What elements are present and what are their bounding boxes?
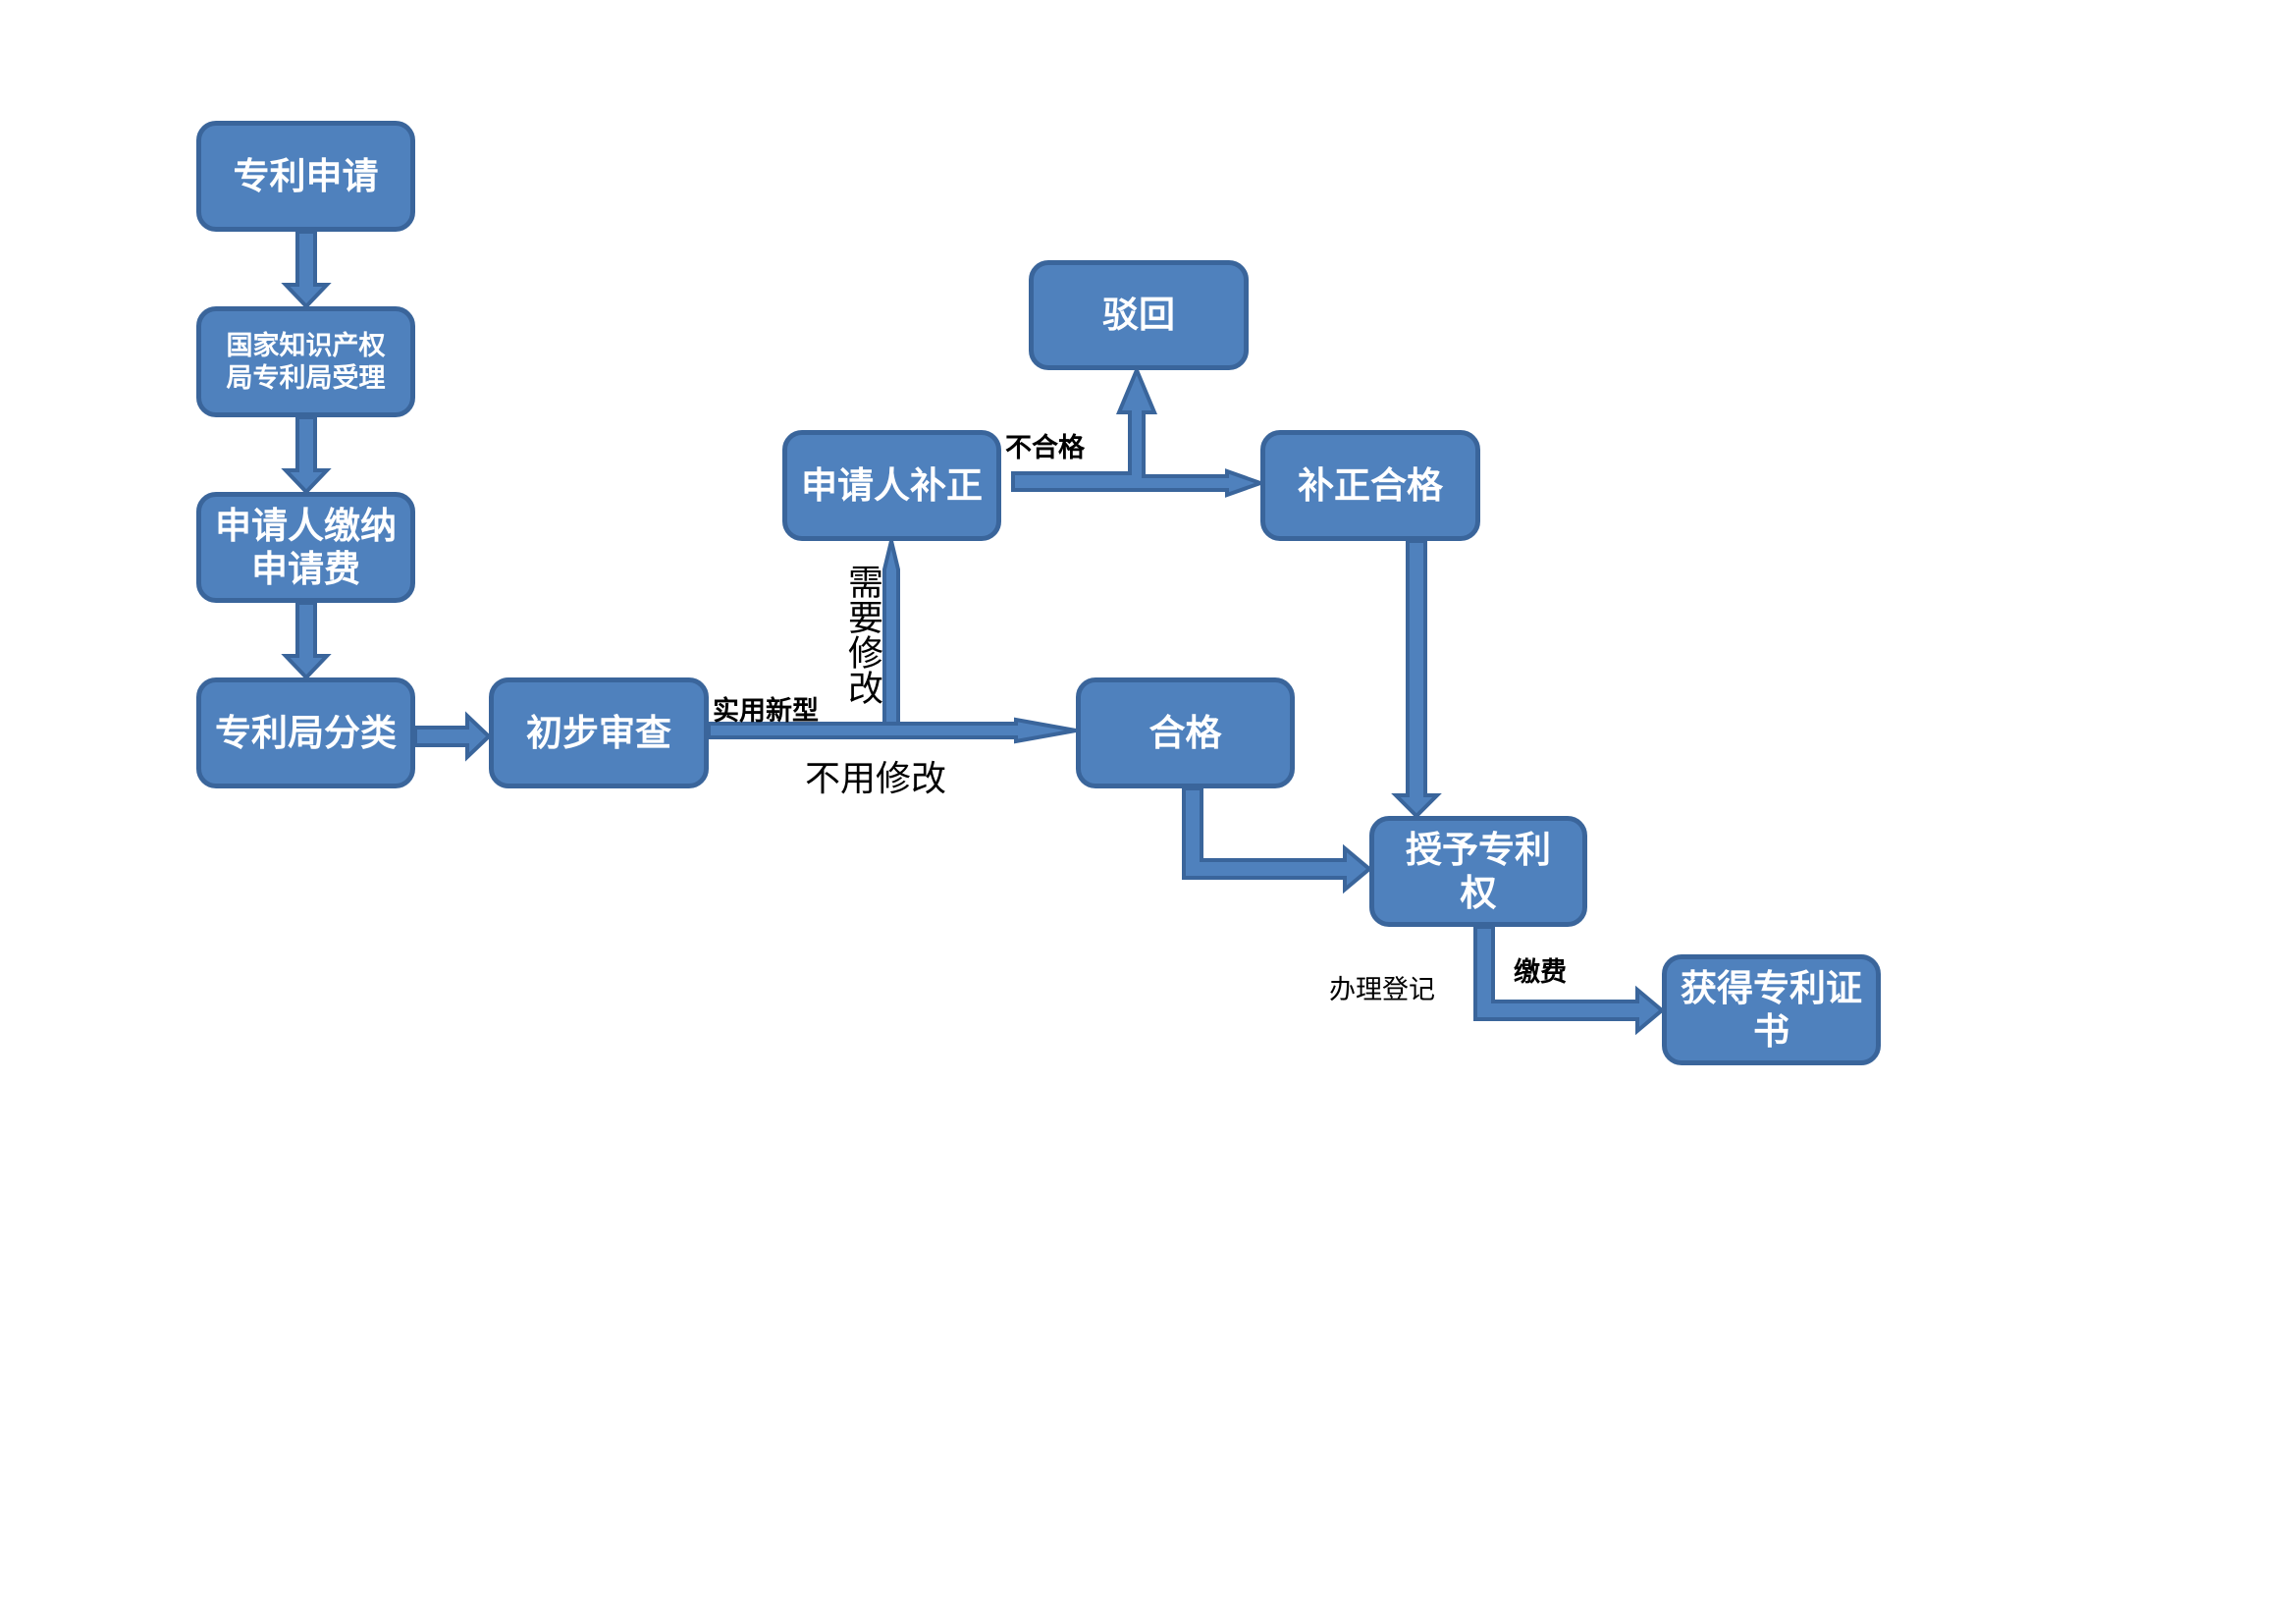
- arrow-amendok-to-grant: [1391, 539, 1442, 819]
- node-prelim: 初步审查: [489, 677, 709, 788]
- arrow-amend-to-amendok: [1011, 364, 1267, 498]
- node-pass: 合格: [1076, 677, 1295, 788]
- arrow-apply-to-accept: [281, 230, 332, 309]
- node-fee: 申请人缴纳申请费: [196, 492, 415, 603]
- label-pay: 缴费: [1514, 957, 1567, 988]
- node-grant: 授予专利权: [1369, 816, 1587, 927]
- label-register: 办理登记: [1329, 975, 1435, 1005]
- label-fail: 不合格: [1005, 433, 1085, 463]
- arrow-accept-to-fee: [281, 415, 332, 495]
- node-apply: 专利申请: [196, 121, 415, 232]
- arrow-grant-to-cert: [1473, 925, 1666, 1036]
- node-cert: 获得专利证书: [1662, 954, 1881, 1065]
- node-accept: 国家知识产权局专利局受理: [196, 306, 415, 417]
- arrow-prelim-to-pass: [707, 717, 1077, 744]
- node-amend-ok: 补正合格: [1260, 430, 1480, 541]
- label-utility: 实用新型: [713, 696, 819, 727]
- arrow-fee-to-classify: [281, 601, 332, 680]
- label-no-modify: 不用修改: [805, 759, 947, 799]
- node-classify: 专利局分类: [196, 677, 415, 788]
- arrow-pass-to-grant: [1182, 786, 1373, 894]
- node-amend: 申请人补正: [782, 430, 1001, 541]
- node-reject: 驳回: [1029, 260, 1249, 370]
- label-need-modify: 需要修改: [842, 564, 882, 705]
- arrow-classify-to-prelim: [413, 711, 492, 762]
- arrow-to-amend: [882, 540, 900, 726]
